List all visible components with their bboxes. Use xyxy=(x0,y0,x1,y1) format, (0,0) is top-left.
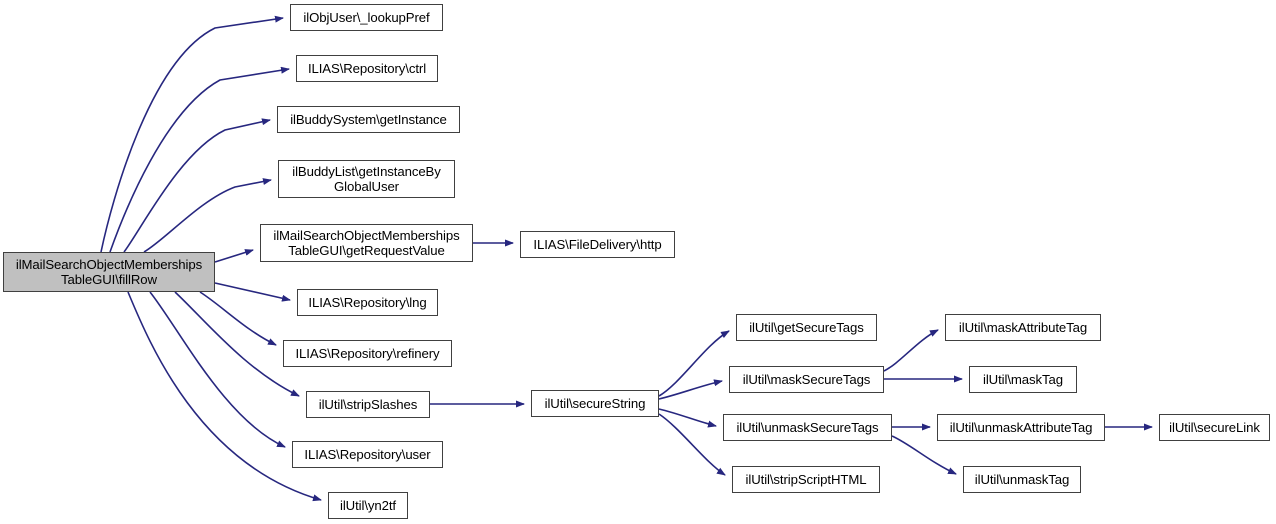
node-getInstance[interactable]: ilBuddySystem\getInstance xyxy=(277,106,460,133)
node-secureLink[interactable]: ilUtil\secureLink xyxy=(1159,414,1270,441)
edge-maskSecureTags-to-maskAttributeTag xyxy=(883,329,939,372)
edge-fillRow-to-yn2tf xyxy=(127,291,322,502)
edge-fillRow-to-refinery xyxy=(199,291,277,346)
edge-secureString-to-maskSecureTags xyxy=(658,379,723,400)
edge-fillRow-to-ctrl xyxy=(109,66,290,253)
node-unmaskSecureTags[interactable]: ilUtil\unmaskSecureTags xyxy=(723,414,892,441)
edge-fillRow-to-user xyxy=(149,291,286,448)
node-maskAttributeTag[interactable]: ilUtil\maskAttributeTag xyxy=(945,314,1101,341)
node-ctrl[interactable]: ILIAS\Repository\ctrl xyxy=(296,55,438,82)
node-secureString[interactable]: ilUtil\secureString xyxy=(531,390,659,417)
node-http[interactable]: ILIAS\FileDelivery\http xyxy=(520,231,675,258)
node-stripScriptHTML[interactable]: ilUtil\stripScriptHTML xyxy=(732,466,880,493)
node-maskTag[interactable]: ilUtil\maskTag xyxy=(969,366,1077,393)
edge-fillRow-to-stripSlashes xyxy=(174,291,300,397)
node-user[interactable]: ILIAS\Repository\user xyxy=(292,441,443,468)
edge-secureString-to-getSecureTags xyxy=(658,330,730,397)
edge-secureString-to-unmaskSecureTags xyxy=(658,408,717,428)
node-refinery[interactable]: ILIAS\Repository\refinery xyxy=(283,340,452,367)
node-getRequestValue[interactable]: ilMailSearchObjectMemberships TableGUI\g… xyxy=(260,224,473,262)
edge-secureString-to-stripScriptHTML xyxy=(658,413,726,476)
node-unmaskTag[interactable]: ilUtil\unmaskTag xyxy=(963,466,1081,493)
node-getInstanceByGlobalUser[interactable]: ilBuddyList\getInstanceBy GlobalUser xyxy=(278,160,455,198)
node-lookupPref[interactable]: ilObjUser\_lookupPref xyxy=(290,4,443,31)
edge-unmaskSecureTags-to-unmaskTag xyxy=(891,435,957,475)
node-lng[interactable]: ILIAS\Repository\lng xyxy=(297,289,438,316)
edge-fillRow-to-getRequestValue xyxy=(214,249,254,263)
edge-fillRow-to-lng xyxy=(214,282,291,302)
node-maskSecureTags[interactable]: ilUtil\maskSecureTags xyxy=(729,366,884,393)
node-getSecureTags[interactable]: ilUtil\getSecureTags xyxy=(736,314,877,341)
node-yn2tf[interactable]: ilUtil\yn2tf xyxy=(328,492,408,519)
edge-fillRow-to-getInstanceByGlobalUser xyxy=(143,178,272,253)
node-stripSlashes[interactable]: ilUtil\stripSlashes xyxy=(306,391,430,418)
node-fillRow[interactable]: ilMailSearchObjectMemberships TableGUI\f… xyxy=(3,252,215,292)
node-unmaskAttributeTag[interactable]: ilUtil\unmaskAttributeTag xyxy=(937,414,1105,441)
edge-fillRow-to-lookupPref xyxy=(100,15,284,253)
edge-fillRow-to-getInstance xyxy=(123,118,271,253)
